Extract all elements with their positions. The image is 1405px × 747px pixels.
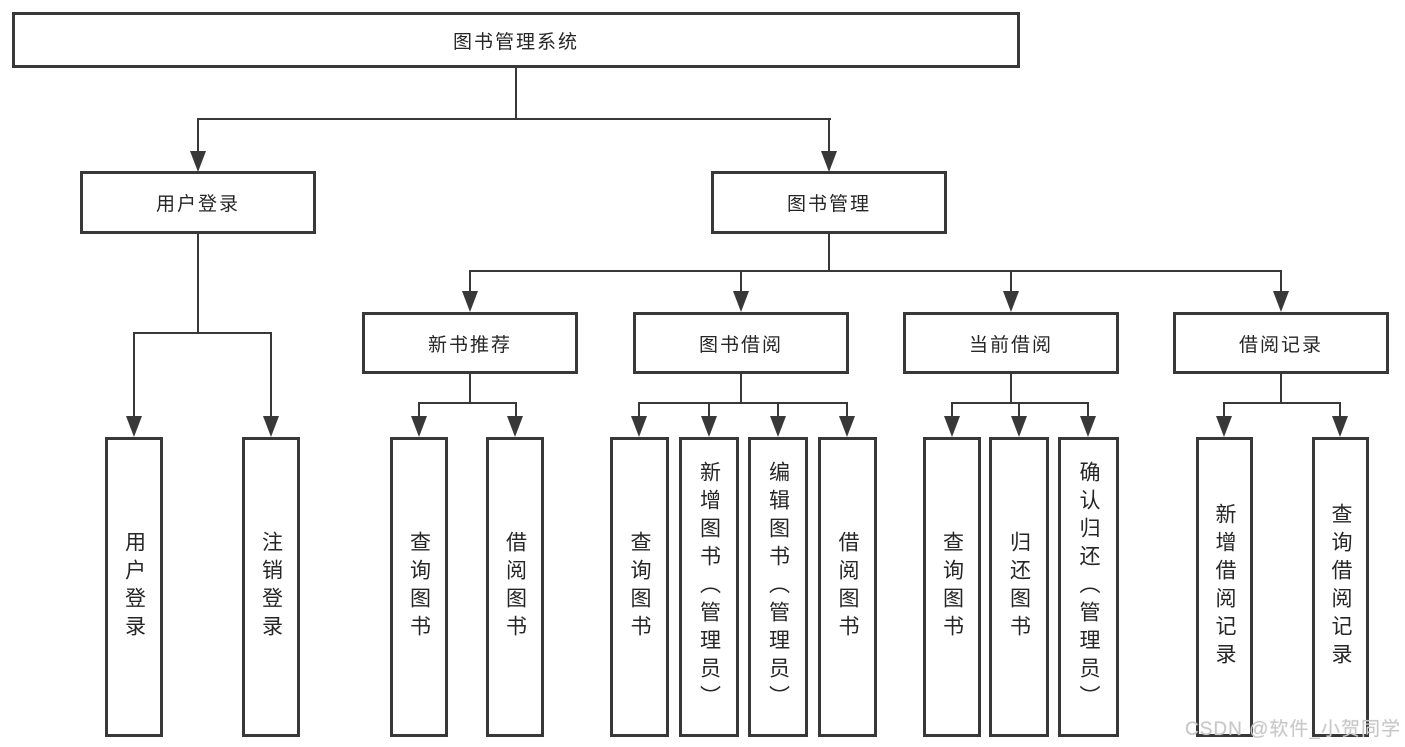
edge-line: [1223, 402, 1341, 404]
arrowhead: [1003, 291, 1019, 312]
arrowhead: [507, 416, 523, 437]
edge-line: [828, 118, 830, 152]
edge-line: [1280, 374, 1282, 404]
arrowhead: [733, 291, 749, 312]
leaf-label: 查询图书: [940, 531, 964, 643]
leaf-label: 新增借阅记录: [1213, 503, 1236, 671]
edge-line: [828, 234, 830, 272]
edge-line: [1087, 402, 1089, 418]
edge-line: [740, 270, 742, 294]
edge-line: [1223, 402, 1225, 418]
node-book-management: 图书管理: [711, 171, 947, 234]
node-leaf-logout: 注销登录: [242, 437, 300, 737]
edge-line: [740, 374, 742, 404]
node-leaf-add-book-admin: 新增图书（管理员）: [679, 437, 739, 737]
arrowhead: [701, 416, 717, 437]
leaf-label: 新增图书（管理员）: [697, 461, 721, 713]
node-leaf-query-book-recommend: 查询图书: [390, 437, 448, 737]
arrowhead: [1011, 416, 1027, 437]
node-leaf-query-borrow-record: 查询借阅记录: [1312, 437, 1369, 737]
leaf-label: 用户登录: [122, 531, 146, 643]
edge-line: [846, 402, 848, 418]
edge-line: [638, 402, 640, 418]
arrowhead: [263, 416, 279, 437]
edge-line: [469, 270, 1282, 272]
node-leaf-confirm-return-admin: 确认归还（管理员）: [1058, 437, 1119, 737]
edge-line: [708, 402, 710, 418]
arrowhead: [821, 151, 837, 172]
node-leaf-user-login: 用户登录: [105, 437, 163, 737]
edge-line: [197, 234, 199, 334]
arrowhead: [839, 416, 855, 437]
leaf-label: 查询借阅记录: [1329, 503, 1352, 671]
edge-line: [1339, 402, 1341, 418]
node-leaf-query-book-borrowing: 查询图书: [610, 437, 669, 737]
arrowhead: [411, 416, 427, 437]
edge-line: [515, 67, 517, 120]
leaf-label: 借阅图书: [836, 531, 859, 643]
leaf-label: 借阅图书: [503, 531, 527, 643]
edge-line: [951, 402, 953, 418]
arrowhead: [1273, 291, 1289, 312]
edge-line: [515, 402, 517, 418]
arrowhead: [631, 416, 647, 437]
node-leaf-edit-book-admin: 编辑图书（管理员）: [748, 437, 808, 737]
edge-line: [1010, 270, 1012, 294]
leaf-label: 确认归还（管理员）: [1077, 461, 1100, 713]
edge-line: [133, 332, 272, 334]
edge-line: [1018, 402, 1020, 418]
edge-line: [777, 402, 779, 418]
edge-line: [469, 374, 471, 404]
arrowhead: [462, 291, 478, 312]
node-leaf-return-book: 归还图书: [989, 437, 1049, 737]
leaf-label: 归还图书: [1007, 531, 1031, 643]
edge-line: [469, 270, 471, 294]
edge-line: [418, 402, 420, 418]
edge-line: [638, 402, 848, 404]
node-current-borrowing: 当前借阅: [903, 312, 1119, 374]
node-leaf-query-book-current: 查询图书: [923, 437, 981, 737]
edge-line: [270, 332, 272, 418]
leaf-label: 注销登录: [259, 531, 283, 643]
node-library-management-system: 图书管理系统: [12, 12, 1020, 68]
arrowhead: [944, 416, 960, 437]
edge-line: [951, 402, 1089, 404]
node-user-login: 用户登录: [80, 171, 316, 234]
edge-line: [1280, 270, 1282, 294]
arrowhead: [126, 416, 142, 437]
arrowhead: [1332, 416, 1348, 437]
arrowhead: [1080, 416, 1096, 437]
edge-line: [197, 118, 199, 152]
node-leaf-borrow-book-recommend: 借阅图书: [486, 437, 544, 737]
edge-line: [197, 118, 831, 120]
edge-line: [133, 332, 135, 418]
node-borrowing-records: 借阅记录: [1173, 312, 1389, 374]
node-leaf-add-borrow-record: 新增借阅记录: [1196, 437, 1253, 737]
node-leaf-borrow-book: 借阅图书: [818, 437, 877, 737]
leaf-label: 查询图书: [407, 531, 431, 643]
arrowhead: [190, 151, 206, 172]
node-book-borrowing: 图书借阅: [633, 312, 849, 374]
edge-line: [418, 402, 517, 404]
arrowhead: [770, 416, 786, 437]
leaf-label: 查询图书: [628, 531, 651, 643]
leaf-label: 编辑图书（管理员）: [766, 461, 790, 713]
node-new-book-recommend: 新书推荐: [362, 312, 578, 374]
arrowhead: [1216, 416, 1232, 437]
csdn-watermark: CSDN @软件_小贺同学: [1185, 719, 1401, 740]
edge-line: [1010, 374, 1012, 404]
